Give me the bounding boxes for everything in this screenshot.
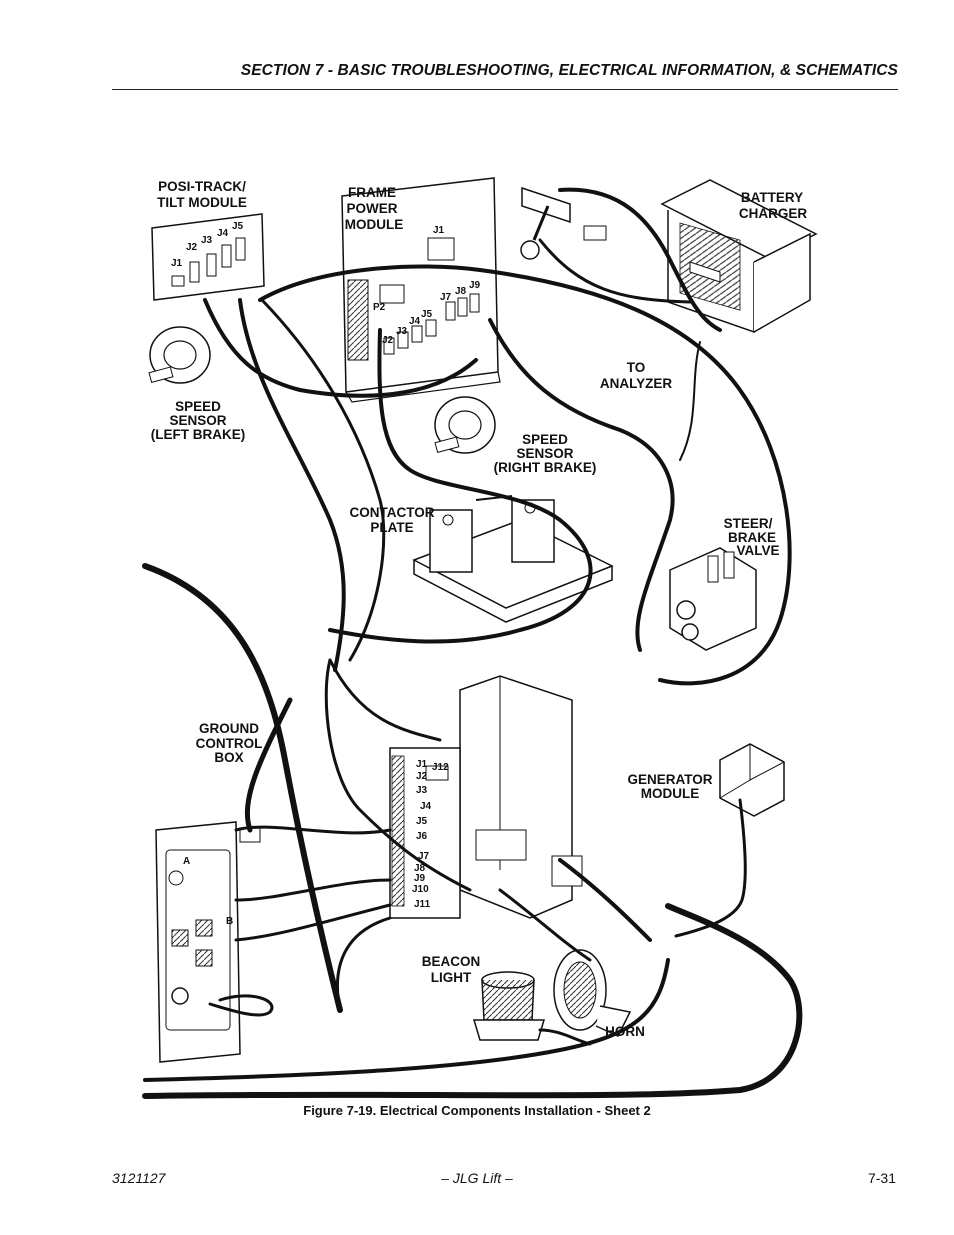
- svg-text:J4: J4: [217, 228, 229, 239]
- battery-charger-label: BATTERY CHARGER: [739, 190, 808, 221]
- svg-text:J5: J5: [416, 816, 428, 827]
- svg-text:SENSOR: SENSOR: [516, 446, 573, 461]
- generator-module: [719, 743, 785, 817]
- wire-harness: [142, 187, 803, 1099]
- svg-text:BEACON: BEACON: [422, 954, 481, 969]
- svg-text:GROUND: GROUND: [199, 721, 259, 736]
- svg-text:GENERATOR: GENERATOR: [627, 772, 712, 787]
- figure-caption: Figure 7-19. Electrical Components Insta…: [303, 1103, 651, 1118]
- horn-label: HORN: [605, 1024, 645, 1039]
- speed-sensor-right-label: SPEED SENSOR (RIGHT BRAKE): [494, 432, 597, 475]
- svg-text:J12: J12: [432, 762, 449, 773]
- svg-text:J1: J1: [416, 759, 428, 770]
- svg-text:(RIGHT BRAKE): (RIGHT BRAKE): [494, 460, 597, 475]
- header-rule: [112, 89, 898, 90]
- svg-text:TILT MODULE: TILT MODULE: [157, 195, 247, 210]
- svg-text:POSI-TRACK/: POSI-TRACK/: [158, 179, 246, 194]
- frame-power-connector-labels: J1 P2 J2 J3 J4 J5 J7 J8 J9: [373, 225, 481, 346]
- beacon-light: [472, 971, 546, 1041]
- svg-text:BATTERY: BATTERY: [741, 190, 803, 205]
- page-number: 7-31: [867, 1170, 896, 1186]
- svg-text:J5: J5: [232, 221, 244, 232]
- svg-text:VALVE: VALVE: [736, 543, 779, 558]
- svg-text:B: B: [226, 916, 233, 927]
- svg-text:PLATE: PLATE: [370, 520, 413, 535]
- electrical-components-diagram: POSI-TRACK/ TILT MODULE FRAME POWER MODU…: [142, 177, 818, 1099]
- svg-text:CONTROL: CONTROL: [196, 736, 263, 751]
- contactor-plate-label: CONTACTOR PLATE: [350, 505, 435, 535]
- svg-text:J8: J8: [455, 286, 467, 297]
- ground-control-box: [389, 675, 583, 919]
- svg-text:MODULE: MODULE: [345, 217, 404, 232]
- contactor-plate: [412, 495, 614, 623]
- svg-text:J7: J7: [418, 851, 430, 862]
- steer-brake-valve: [669, 547, 757, 651]
- svg-text:J9: J9: [414, 873, 426, 884]
- svg-text:J9: J9: [469, 280, 481, 291]
- section-title: SECTION 7 - BASIC TROUBLESHOOTING, ELECT…: [240, 62, 898, 79]
- svg-text:SPEED: SPEED: [175, 399, 221, 414]
- ground-control-connector-labels: J1 J2 J12 J3 J4 J5 J6 J7 J8 J9 J10 J11 A…: [183, 759, 449, 927]
- svg-text:J2: J2: [416, 771, 428, 782]
- ac-plug: [520, 186, 607, 260]
- svg-text:J10: J10: [412, 884, 429, 895]
- svg-text:BOX: BOX: [214, 750, 243, 765]
- svg-text:CHARGER: CHARGER: [739, 206, 808, 221]
- svg-text:J6: J6: [416, 831, 428, 842]
- svg-text:P2: P2: [373, 302, 386, 313]
- tilt-module-connector-labels: J1 J2 J3 J4 J5: [171, 221, 244, 269]
- svg-text:J3: J3: [396, 326, 408, 337]
- svg-text:SENSOR: SENSOR: [169, 413, 226, 428]
- svg-text:J3: J3: [201, 235, 213, 246]
- steer-brake-valve-label: STEER/ BRAKE VALVE: [724, 516, 780, 558]
- posi-track-label: POSI-TRACK/ TILT MODULE: [157, 179, 247, 210]
- ground-control-panel: [155, 821, 261, 1063]
- frame-power-label: FRAME POWER MODULE: [345, 185, 404, 232]
- svg-text:J3: J3: [416, 785, 428, 796]
- svg-text:(LEFT BRAKE): (LEFT BRAKE): [151, 427, 246, 442]
- svg-text:J5: J5: [421, 309, 433, 320]
- ground-control-box-label: GROUND CONTROL BOX: [196, 721, 263, 765]
- svg-text:J2: J2: [186, 242, 198, 253]
- svg-text:FRAME: FRAME: [348, 185, 396, 200]
- posi-track-tilt-module: [151, 213, 265, 301]
- svg-text:J1: J1: [171, 258, 183, 269]
- svg-text:ANALYZER: ANALYZER: [600, 376, 673, 391]
- beacon-light-label: BEACON LIGHT: [422, 954, 481, 985]
- svg-text:A: A: [183, 856, 190, 867]
- speed-sensor-left: [148, 326, 211, 384]
- svg-text:TO: TO: [627, 360, 646, 375]
- speed-sensor-right: [434, 396, 496, 454]
- to-analyzer-label: TO ANALYZER: [600, 360, 673, 391]
- document-number: 3121127: [112, 1170, 166, 1186]
- svg-text:J1: J1: [433, 225, 445, 236]
- svg-text:MODULE: MODULE: [641, 786, 700, 801]
- svg-text:BRAKE: BRAKE: [728, 530, 776, 545]
- svg-text:J8: J8: [414, 863, 426, 874]
- svg-text:J4: J4: [420, 801, 432, 812]
- svg-text:LIGHT: LIGHT: [431, 970, 472, 985]
- svg-text:J11: J11: [414, 899, 431, 910]
- svg-text:POWER: POWER: [346, 201, 397, 216]
- svg-text:CONTACTOR: CONTACTOR: [350, 505, 435, 520]
- svg-text:STEER/: STEER/: [724, 516, 773, 531]
- svg-text:SPEED: SPEED: [522, 432, 568, 447]
- generator-module-label: GENERATOR MODULE: [627, 772, 712, 801]
- publisher-name: – JLG Lift –: [441, 1170, 513, 1186]
- svg-text:J2: J2: [382, 335, 394, 346]
- svg-text:J4: J4: [409, 316, 421, 327]
- svg-text:J7: J7: [440, 292, 452, 303]
- speed-sensor-left-label: SPEED SENSOR (LEFT BRAKE): [151, 399, 246, 442]
